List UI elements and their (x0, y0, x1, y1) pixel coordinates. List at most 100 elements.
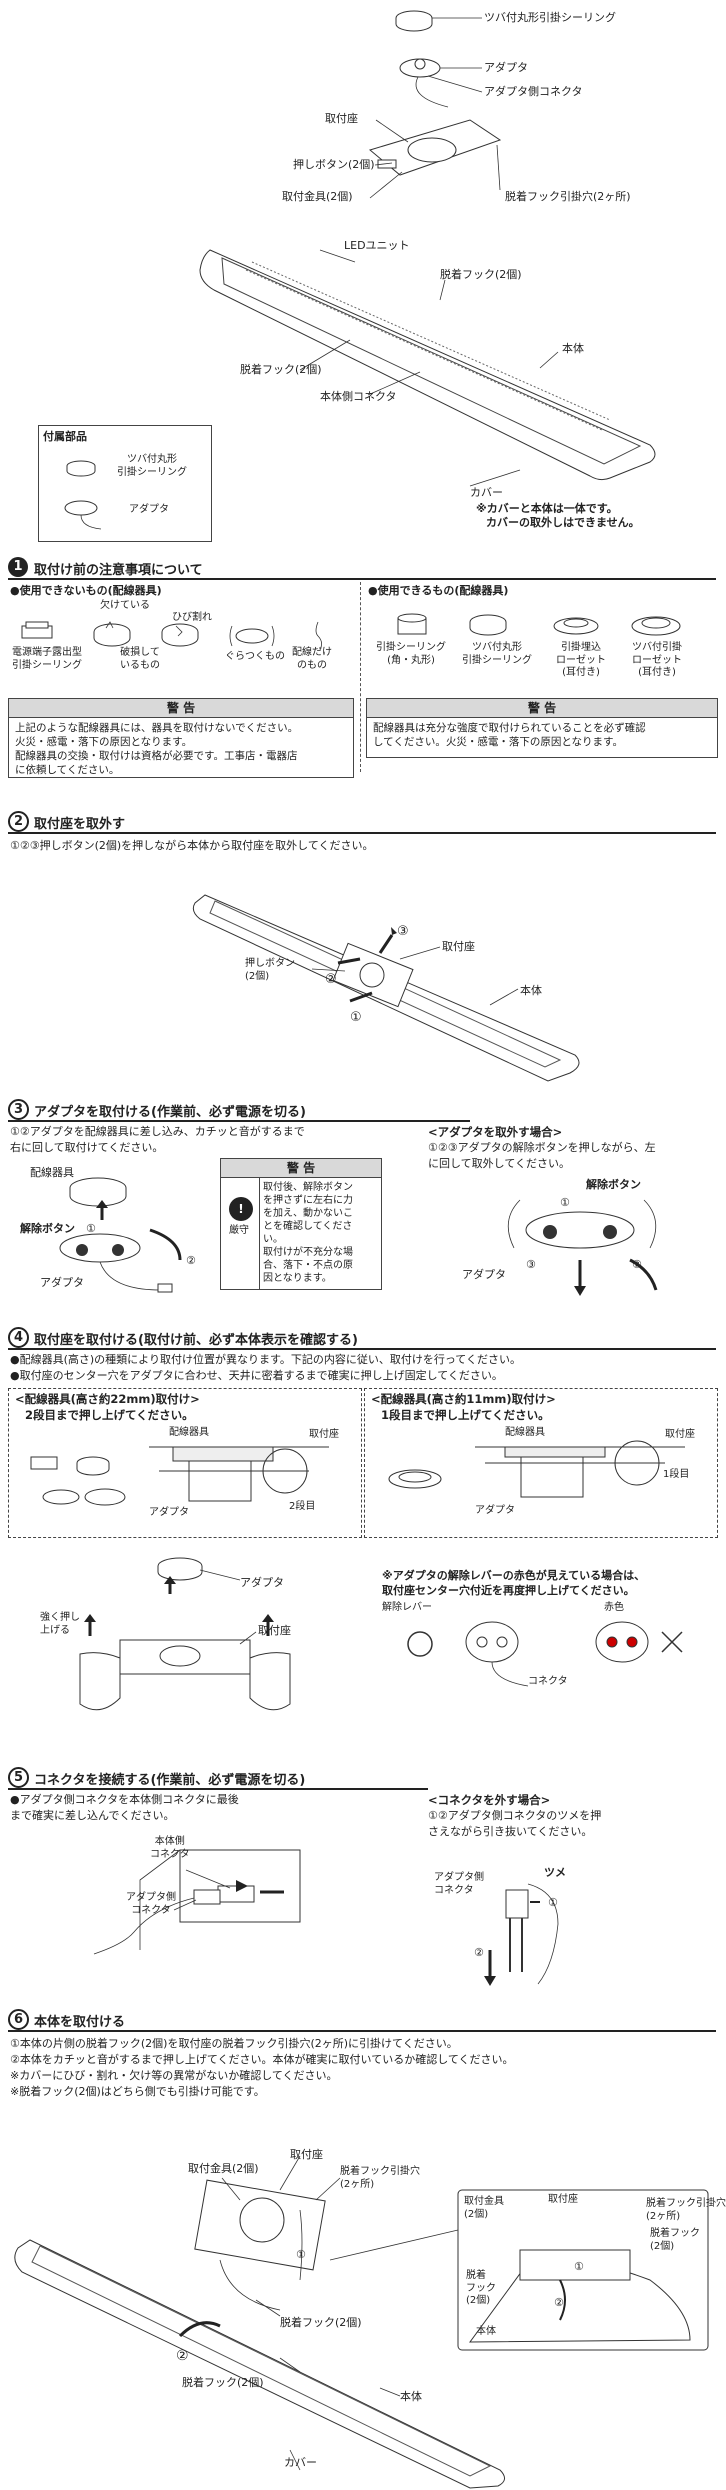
inset-holes: 脱着フック引掛穴 (2ヶ所) (646, 2198, 726, 2222)
warning-left-text: 上記のような配線器具には、器具を取付けないでください。 火災・感電・落下の原因と… (15, 722, 299, 776)
section3-remove-n2: ② (632, 1258, 642, 1271)
section4-left-step2: 2段目 (289, 1501, 316, 1512)
section6-cover: カバー (284, 2456, 317, 2469)
section4-right-step1: 1段目 (663, 1469, 690, 1480)
usable-drawings (397, 613, 681, 636)
accessories-drawing (64, 460, 102, 530)
usable-item-4: ツバ付引掛 ローゼット (耳付き) (632, 642, 682, 678)
section6-line3: ※カバーにひび・割れ・欠け等の異常がないか確認してください。 (10, 2069, 338, 2082)
unusable-drawings (21, 621, 322, 651)
section6-holes: 脱着フック引掛穴 (2ヶ所) (340, 2166, 420, 2190)
crack-label2: ひび割れ (172, 612, 212, 623)
section4-left-fixture: 配線器具 (169, 1427, 209, 1438)
unusable-item-4: 配線だけ のもの (292, 647, 332, 671)
section4-left-adapter: アダプタ (149, 1507, 189, 1518)
section1-number: 1 (8, 557, 28, 577)
label-ceiling-cover: ツバ付丸形引掛シーリング (484, 11, 616, 24)
section5-n2: ② (474, 1946, 484, 1959)
section4-right-fixture: 配線器具 (505, 1427, 545, 1438)
section6-number: 6 (8, 2009, 29, 2030)
section4-push-base: 取付座 (258, 1624, 291, 1637)
section3-remove-drawing (507, 1199, 658, 1296)
section4-box-left: <配線器具(高さ約22mm)取付け> 2段目まで押し上げてください。 配線器具 … (8, 1388, 362, 1538)
section3-remove-title: <アダプタを取外す場合> (428, 1125, 563, 1139)
section2-number: 2 (8, 811, 29, 832)
section3-warning-divider (259, 1177, 260, 1289)
section2-n3: ③ (397, 924, 409, 939)
section4-bullet1: ●配線器具(高さ)の種類により取付け位置が異なります。下記の内容に従い、取付けを… (10, 1353, 521, 1366)
section3-warning-prohibit: 厳守 (229, 1225, 249, 1236)
section3-warning-title: 警 告 (221, 1159, 381, 1178)
section2-label-base: 取付座 (442, 940, 475, 953)
inset-hook: 脱着フック (2個) (650, 2228, 700, 2252)
section3-remove-adapter: アダプタ (462, 1268, 506, 1281)
section3-label-fixture: 配線器具 (30, 1166, 74, 1179)
section6-n1: ① (296, 2248, 306, 2261)
section3-header: 3 アダプタを取付ける(作業前、必ず電源を切る) (8, 1099, 470, 1122)
accessories-box: 付属部品 ツバ付丸形 引掛シーリング アダプタ (38, 425, 212, 542)
note-cover-line1: ※カバーと本体は一体です。 (476, 502, 618, 515)
section6-line4: ※脱着フック(2個)はどちら側でも引掛け可能です。 (10, 2085, 265, 2098)
inset-hook2: 脱着 フック (2個) (466, 2270, 496, 2306)
connector-label: コネクタ (528, 1676, 568, 1687)
section5-claw: ツメ (544, 1866, 566, 1879)
section6-line2: ②本体をカチッと音がするまで押し上げてください。本体が確実に取付いているか確認し… (10, 2053, 514, 2066)
section5-header: 5 コネクタを接続する(作業前、必ず電源を切る) (8, 1767, 428, 1790)
label-mount-base: 取付座 (325, 112, 358, 125)
unusable-item-2: 破損して いるもの (120, 647, 160, 671)
warning-right-text: 配線器具は充分な強度で取付けられていることを必ず確認 してください。火災・感電・… (373, 722, 646, 748)
section2-title: 取付座を取外す (34, 817, 126, 832)
section3-instruction: ①②アダプタを配線器具に差し込み、カチッと音がするまで 右に回して取付けてくださ… (10, 1125, 305, 1154)
section5-drawing (93, 1849, 301, 1955)
section3-remove-release: 解除ボタン (586, 1178, 641, 1191)
section3-drawing (59, 1177, 182, 1293)
section4-left-drawing (30, 1446, 329, 1506)
usable-item-3: 引掛埋込 ローゼット (耳付き) (556, 642, 606, 678)
accessory-adapter-label: アダプタ (129, 504, 169, 515)
inset-n2: ② (554, 2296, 564, 2309)
label-mount-fitting: 取付金具(2個) (282, 190, 353, 203)
section5-remove-text: ①②アダプタ側コネクタのツメを押 さえながら引き抜いてください。 (428, 1809, 602, 1838)
section4-right-base: 取付座 (665, 1429, 695, 1440)
usable-item-2: ツバ付丸形 引掛シーリング (462, 642, 532, 666)
section6-n2: ② (176, 2348, 189, 2364)
section4-box-right: <配線器具(高さ約11mm)取付け> 1段目まで押し上げてください。 配線器具 … (364, 1388, 718, 1538)
lever-label: 解除レバー (382, 1602, 432, 1613)
section3-warning-text: 取付後、解除ボタン を押さずに左右に力 を加え、動かないこ とを確認してくださ … (263, 1182, 353, 1284)
section2-drawing (192, 894, 580, 1082)
section3-label-release: 解除ボタン (20, 1222, 75, 1235)
section5-remove-title: <コネクタを外す場合> (428, 1793, 551, 1807)
label-adapter: アダプタ (484, 61, 528, 74)
exploded-drawing (199, 10, 656, 487)
section3-remove-text: ①②③アダプタの解除ボタンを押しながら、左 に回して取外してください。 (428, 1141, 656, 1170)
section1-title: 取付け前の注意事項について (34, 563, 203, 578)
section5-number: 5 (8, 1767, 29, 1788)
usable-title: ●使用できるもの(配線器具) (368, 584, 509, 597)
section4-title: 取付座を取付ける(取付け前、必ず本体表示を確認する) (34, 1333, 358, 1348)
section2-header: 2 取付座を取外す (8, 811, 716, 834)
unusable-title: ●使用できないもの(配線器具) (10, 584, 162, 597)
section3-remove-n1: ① (560, 1196, 570, 1209)
section3-title: アダプタを取付ける(作業前、必ず電源を切る) (34, 1105, 306, 1120)
section6-header: 6 本体を取付ける (8, 2009, 716, 2032)
section2-label-button: 押しボタン (2個) (245, 958, 295, 982)
section6-line1: ①本体の片側の脱着フック(2個)を取付座の脱着フック引掛穴(2ヶ所)に引掛けてく… (10, 2037, 458, 2050)
section5-remove-adapter-conn: アダプタ側 コネクタ (434, 1872, 484, 1896)
crack-label: 欠けている (100, 600, 150, 611)
section3-n2: ② (186, 1254, 196, 1267)
section1-divider (360, 582, 361, 772)
section4-left-sub: 2段目まで押し上げてください。 (25, 1408, 194, 1422)
unusable-item-3: ぐらつくもの (225, 651, 285, 662)
section4-push-adapter: アダプタ (240, 1576, 284, 1589)
section1-header: 1 取付け前の注意事項について (8, 557, 716, 580)
section5-instruction: ●アダプタ側コネクタを本体側コネクタに最後 まで確実に差し込んでください。 (10, 1793, 239, 1822)
section4-push-drawing (79, 1557, 291, 1711)
label-body: 本体 (562, 342, 584, 355)
section6-drawing (14, 2155, 709, 2489)
label-adapter-connector: アダプタ側コネクタ (484, 85, 583, 98)
section6-body: 本体 (400, 2390, 422, 2403)
note-cover-line2: カバーの取外しはできません。 (486, 516, 640, 529)
section4-right-title: <配線器具(高さ約11mm)取付け> (371, 1392, 556, 1406)
label-hook-left: 脱着フック(2個) (240, 363, 322, 376)
warning-box-right: 警 告 配線器具は充分な強度で取付けられていることを必ず確認 してください。火災… (366, 698, 718, 758)
